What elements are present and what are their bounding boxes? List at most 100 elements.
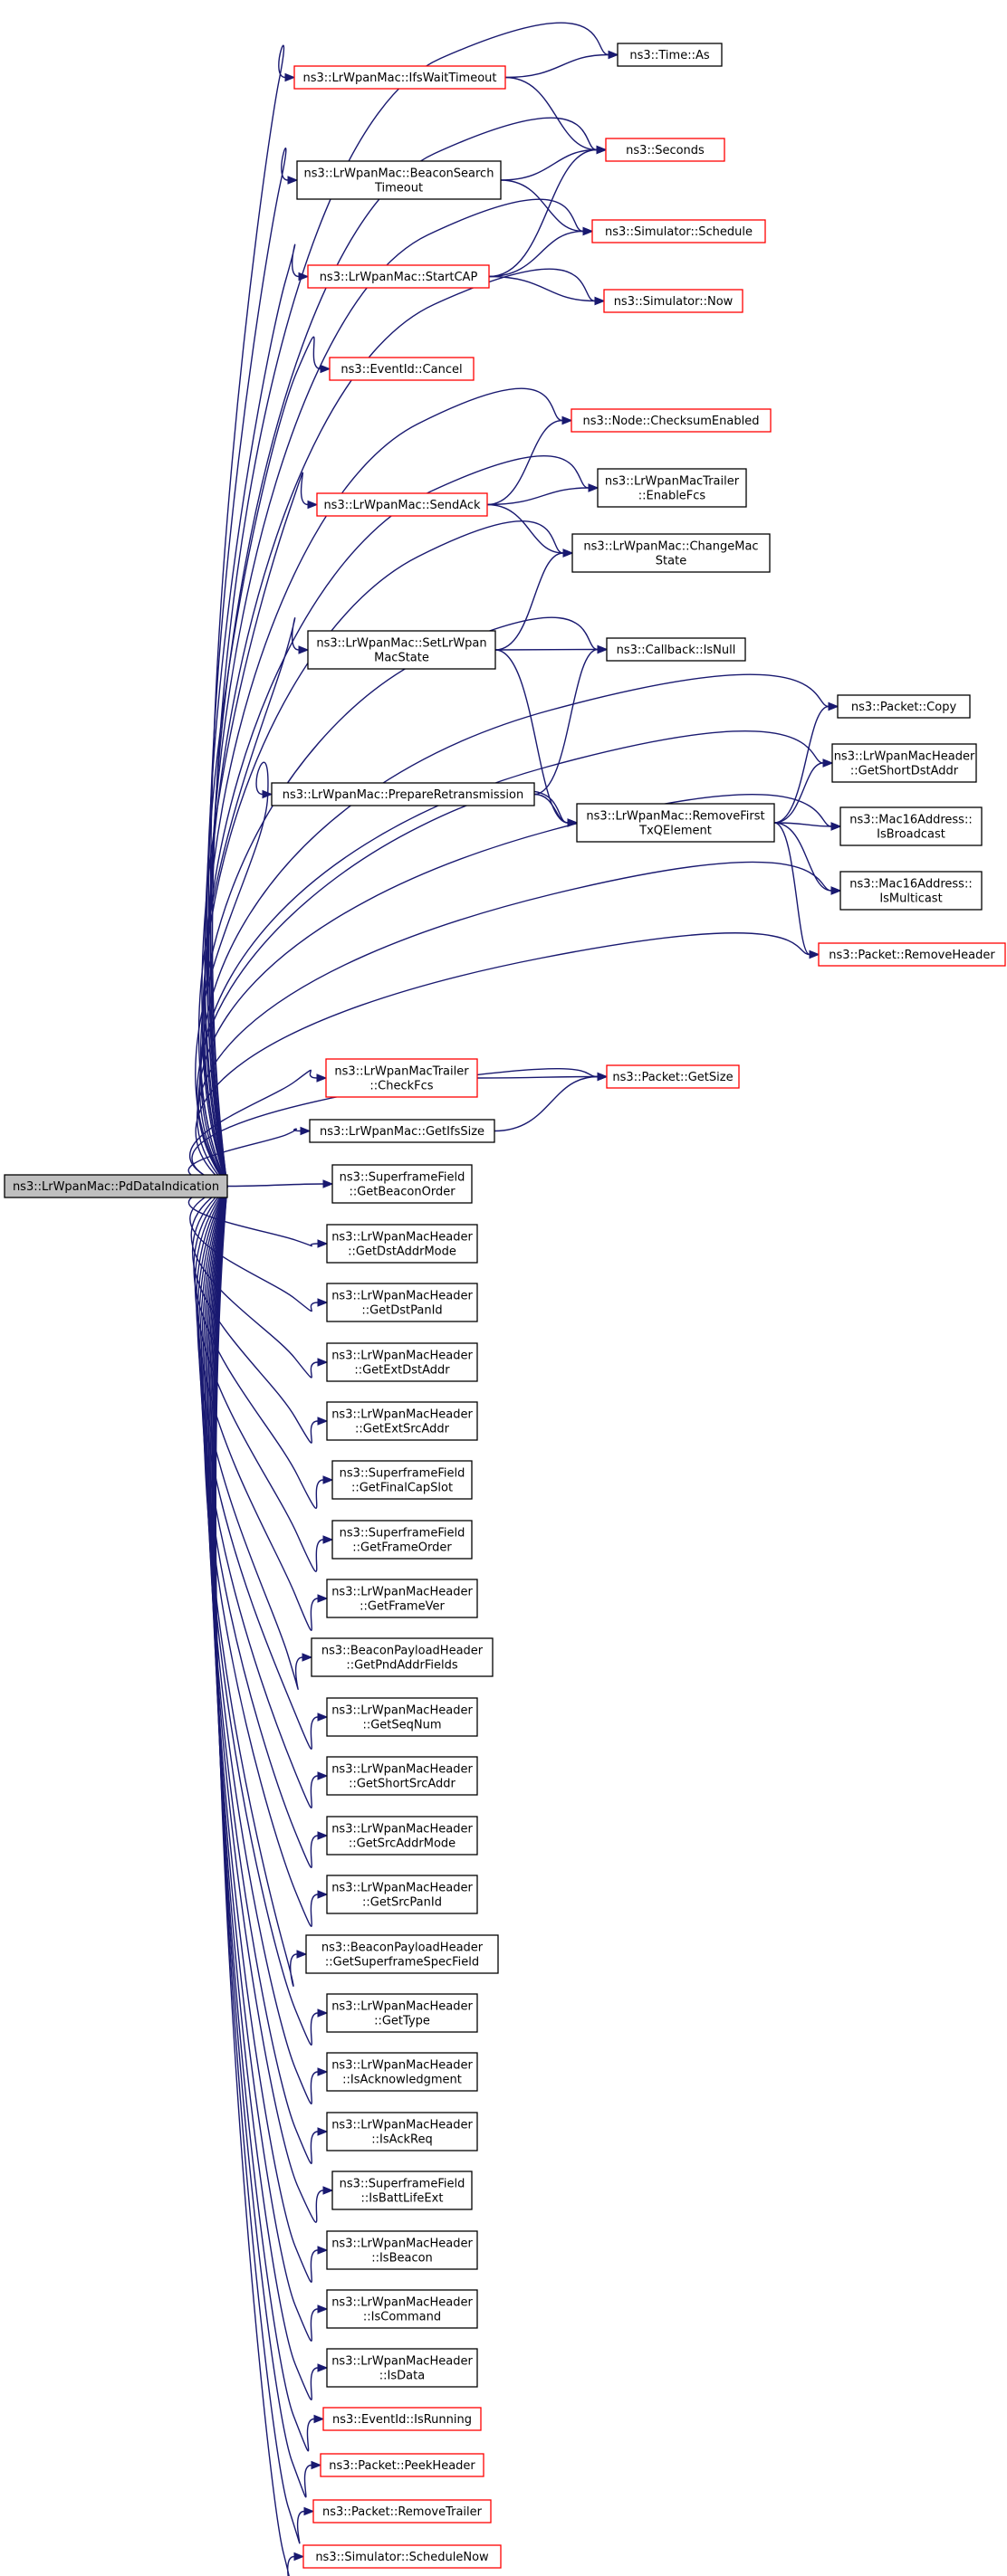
node-copy-box [837, 694, 971, 719]
edge-startcap-to-seconds [488, 145, 608, 278]
node-prepareretx[interactable]: ns3::LrWpanMac::PrepareRetransmission [271, 782, 535, 806]
edge-prepareretx-to-isnull [533, 644, 609, 796]
node-getextdst[interactable]: ns3::LrWpanMacHeader::GetExtDstAddr [326, 1342, 478, 1382]
edge-getifssize-to-getsize [494, 1072, 609, 1132]
node-getsuperframespec[interactable]: ns3::BeaconPayloadHeader::GetSuperframeS… [305, 1934, 499, 1974]
node-getifssize-label: ns3::LrWpanMac::GetIfsSize [320, 1125, 484, 1139]
edge-root-to-peekheader [213, 1186, 322, 2498]
node-getframeorder-box [331, 1520, 473, 1560]
node-cancel[interactable]: ns3::EventId::Cancel [329, 357, 475, 381]
node-isnull[interactable]: ns3::Callback::IsNull [606, 637, 746, 662]
node-isack[interactable]: ns3::LrWpanMacHeader::IsAcknowledgment [326, 2052, 478, 2092]
node-getseqnum[interactable]: ns3::LrWpanMacHeader::GetSeqNum [326, 1697, 478, 1737]
node-ifswait[interactable]: ns3::LrWpanMac::IfsWaitTimeout [293, 65, 506, 90]
edge-root-to-getsrcaddrmode-arrowhead [317, 1831, 329, 1840]
edge-sendack-to-enablefcs-arrowhead [588, 483, 599, 492]
node-removetrailer[interactable]: ns3::Packet::RemoveTrailer [312, 2499, 492, 2524]
node-getsize[interactable]: ns3::Packet::GetSize [606, 1064, 740, 1089]
edge-sendack-to-checksum-arrowhead [561, 415, 573, 425]
node-getsrcaddrmode[interactable]: ns3::LrWpanMacHeader::GetSrcAddrMode [326, 1816, 478, 1856]
edge-root-to-peekheader-arrowhead [311, 2460, 322, 2470]
node-getpndaddr[interactable]: ns3::BeaconPayloadHeader::GetPndAddrFiel… [311, 1637, 494, 1677]
node-iscommand[interactable]: ns3::LrWpanMacHeader::IsCommand [326, 2289, 478, 2329]
node-isnull-box [606, 637, 746, 662]
node-getfinalcap[interactable]: ns3::SuperframeField::GetFinalCapSlot [331, 1460, 473, 1500]
edge-root-to-ifswait-arrowhead [284, 72, 296, 82]
edge-root-to-getdstaddrmode [187, 1185, 329, 1248]
edge-setlrwpan-to-changemac-arrowhead [562, 549, 574, 558]
edge-getifssize-to-getsize-arrowhead [597, 1072, 609, 1082]
node-timeas-box [617, 43, 723, 67]
node-checkfcs[interactable]: ns3::LrWpanMacTrailer::CheckFcs [325, 1058, 478, 1098]
edge-root-to-getsrcpanid-arrowhead [317, 1890, 329, 1899]
node-timeas[interactable]: ns3::Time::As [617, 43, 723, 67]
node-isrunning[interactable]: ns3::EventId::IsRunning [322, 2407, 482, 2431]
node-schedulenow[interactable]: ns3::Simulator::ScheduleNow [302, 2544, 502, 2569]
node-getshortsrc[interactable]: ns3::LrWpanMacHeader::GetShortSrcAddr [326, 1756, 478, 1796]
node-ismulticast-label: ns3::Mac16Address:: [849, 878, 972, 892]
edge-root-to-isrunning [212, 1186, 325, 2452]
node-copy[interactable]: ns3::Packet::Copy [837, 694, 971, 719]
edge-root-to-getdstaddrmode-arrowhead [317, 1239, 329, 1248]
node-ismulticast[interactable]: ns3::Mac16Address::IsMulticast [839, 871, 983, 911]
node-gettype-label: ns3::LrWpanMacHeader [331, 2000, 473, 2014]
node-beaconsearch-label: Timeout [374, 182, 423, 196]
edge-root-to-getsrcpanid [201, 1186, 329, 1927]
node-getframeorder[interactable]: ns3::SuperframeField::GetFrameOrder [331, 1520, 473, 1560]
node-sendack[interactable]: ns3::LrWpanMac::SendAck [316, 492, 488, 517]
node-changemac-box [571, 533, 771, 573]
edge-root-to-isbroadcast [197, 794, 842, 1187]
node-getifssize[interactable]: ns3::LrWpanMac::GetIfsSize [309, 1119, 495, 1143]
edge-root-to-isnull [200, 616, 609, 1187]
node-getextsrc-box [326, 1401, 478, 1441]
node-removeheader[interactable]: ns3::Packet::RemoveHeader [818, 942, 1006, 967]
node-seconds[interactable]: ns3::Seconds [605, 138, 725, 162]
node-checkfcs-label: ::CheckFcs [369, 1080, 433, 1093]
node-now-label: ns3::Simulator::Now [614, 295, 734, 309]
node-copy-label: ns3::Packet::Copy [851, 701, 957, 714]
node-isdata[interactable]: ns3::LrWpanMacHeader::IsData [326, 2348, 478, 2388]
edge-root-to-schedule [208, 198, 594, 1187]
node-checksum[interactable]: ns3::Node::ChecksumEnabled [571, 408, 772, 433]
node-getextdst-label: ::GetExtDstAddr [354, 1364, 450, 1378]
node-getdstpanid[interactable]: ns3::LrWpanMacHeader::GetDstPanId [326, 1283, 478, 1322]
node-enablefcs[interactable]: ns3::LrWpanMacTrailer::EnableFcs [597, 468, 747, 508]
node-getsrcpanid[interactable]: ns3::LrWpanMacHeader::GetSrcPanId [326, 1875, 478, 1914]
node-gettype[interactable]: ns3::LrWpanMacHeader::GetType [326, 1993, 478, 2033]
node-isbattlife[interactable]: ns3::SuperframeField::IsBattLifeExt [331, 2171, 473, 2210]
node-startcap[interactable]: ns3::LrWpanMac::StartCAP [307, 264, 490, 289]
edge-root-to-getframever-arrowhead [317, 1594, 329, 1603]
node-schedule-box [591, 219, 766, 243]
node-ismulticast-label: IsMulticast [879, 892, 942, 906]
node-getshortdst[interactable]: ns3::LrWpanMacHeader::GetShortDstAddr [831, 743, 977, 783]
edge-root-to-getshortsrc [199, 1186, 329, 1808]
node-getdstaddrmode[interactable]: ns3::LrWpanMacHeader::GetDstAddrMode [326, 1224, 478, 1264]
node-isack-label: ns3::LrWpanMacHeader [331, 2059, 473, 2073]
edge-ifswait-to-seconds [504, 76, 608, 155]
node-peekheader[interactable]: ns3::Packet::PeekHeader [320, 2453, 484, 2477]
node-getextsrc[interactable]: ns3::LrWpanMacHeader::GetExtSrcAddr [326, 1401, 478, 1441]
node-schedule[interactable]: ns3::Simulator::Schedule [591, 219, 766, 243]
node-getpndaddr-label: ns3::BeaconPayloadHeader [321, 1645, 484, 1658]
node-getbeaconorder[interactable]: ns3::SuperframeField::GetBeaconOrder [331, 1164, 473, 1204]
edge-root-to-prepareretx-arrowhead [262, 789, 273, 799]
node-now[interactable]: ns3::Simulator::Now [603, 289, 743, 313]
node-ifswait-label: ns3::LrWpanMac::IfsWaitTimeout [302, 72, 496, 85]
node-isbeacon-label: ::IsBeacon [371, 2252, 433, 2266]
node-getsuperframespec-box [305, 1934, 499, 1974]
node-changemac-label: ns3::LrWpanMac::ChangeMac [583, 540, 758, 554]
node-getframever[interactable]: ns3::LrWpanMacHeader::GetFrameVer [326, 1579, 478, 1618]
edge-root-to-schedulenow-arrowhead [293, 2552, 305, 2562]
node-isackreq[interactable]: ns3::LrWpanMacHeader::IsAckReq [326, 2112, 478, 2151]
node-getshortdst-box [831, 743, 977, 783]
node-isackreq-label: ns3::LrWpanMacHeader [331, 2119, 473, 2132]
node-isbattlife-box [331, 2171, 473, 2210]
edge-startcap-to-schedule-arrowhead [582, 226, 594, 236]
node-isbeacon[interactable]: ns3::LrWpanMacHeader::IsBeacon [326, 2230, 478, 2270]
node-getshortdst-label: ::GetShortDstAddr [850, 765, 959, 778]
node-isbroadcast[interactable]: ns3::Mac16Address::IsBroadcast [839, 806, 983, 846]
